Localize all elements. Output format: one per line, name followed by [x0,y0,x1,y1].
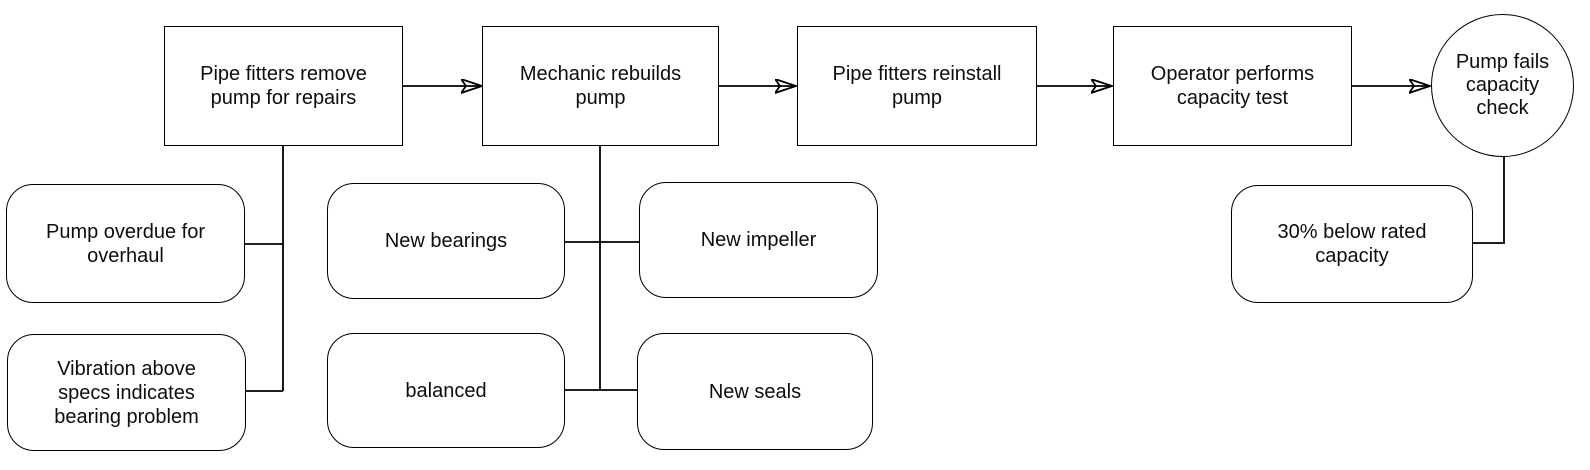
task-new-impeller-label: New impeller [700,229,817,251]
result-below-capacity-label: 30% below rated capacity [1277,221,1427,267]
cause-vibration: Vibration above specs indicates bearing … [7,334,246,451]
step-reinstall-pump: Pipe fitters reinstall pump [797,26,1037,146]
cause-pump-overdue-label: Pump overdue for overhaul [46,220,205,267]
task-new-impeller: New impeller [639,182,878,298]
cause-pump-overdue: Pump overdue for overhaul [6,184,245,303]
task-balanced-label: balanced [405,379,487,402]
event-pump-fails-label: Pump fails capacity check [1455,51,1550,119]
step-capacity-test-label: Operator performs capacity test [1150,63,1315,109]
event-pump-fails: Pump fails capacity check [1431,14,1574,157]
task-balanced: balanced [327,333,565,448]
result-below-capacity: 30% below rated capacity [1231,185,1473,303]
step-remove-pump: Pipe fitters remove pump for repairs [164,26,403,146]
step-rebuild-pump-label: Mechanic rebuilds pump [519,63,682,109]
step-remove-pump-label: Pipe fitters remove pump for repairs [200,63,367,109]
connector-fail-result [1473,157,1505,244]
step-rebuild-pump: Mechanic rebuilds pump [482,26,719,146]
step-reinstall-pump-label: Pipe fitters reinstall pump [832,63,1002,109]
connector-remove-causes [245,146,284,392]
cause-vibration-label: Vibration above specs indicates bearing … [54,357,199,428]
task-new-seals: New seals [637,333,873,450]
step-capacity-test: Operator performs capacity test [1113,26,1352,146]
task-new-bearings-label: New bearings [384,230,508,252]
task-new-bearings: New bearings [327,183,565,299]
connector-rebuild-tasks [565,146,639,391]
task-new-seals-label: New seals [708,380,802,403]
